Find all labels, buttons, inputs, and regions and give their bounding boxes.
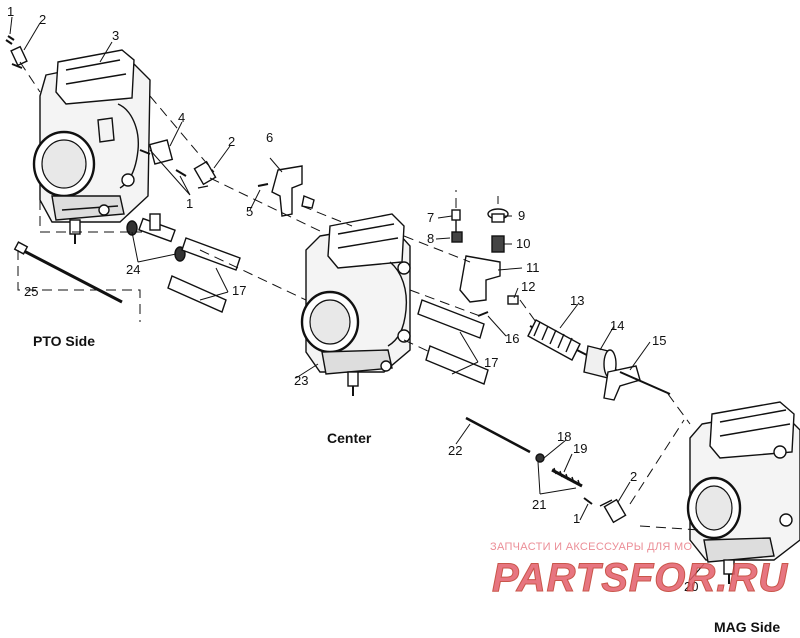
choke-plunger-parts: [451, 208, 519, 305]
pto-small-hardware: [5, 35, 217, 189]
callout-6: 6: [266, 130, 274, 145]
fuel-lines-center: [417, 299, 489, 385]
center-carburetor: [300, 213, 411, 396]
pto-side-label: PTO Side: [33, 333, 95, 349]
mag-carburetor: [686, 401, 800, 584]
leader-lines: [9, 16, 705, 581]
callout-1: 1: [573, 511, 581, 526]
callout-25: 25: [24, 284, 39, 299]
callout-13: 13: [570, 293, 585, 308]
callout-17: 17: [232, 283, 247, 298]
callout-19: 19: [573, 441, 588, 456]
callout-15: 15: [652, 333, 667, 348]
alignment-lines: [17, 61, 701, 531]
callout-17: 17: [484, 355, 499, 370]
callout-20: 20: [684, 579, 699, 594]
callout-23: 23: [294, 373, 309, 388]
throttle-shaft-assembly: [527, 319, 671, 401]
throttle-bracket-6: [257, 165, 315, 217]
callout-8: 8: [427, 231, 435, 246]
callout-1: 1: [186, 196, 194, 211]
idle-linkage: [465, 416, 627, 524]
callout-4: 4: [178, 110, 186, 125]
watermark-logo: PARTSFOR.RU: [491, 556, 789, 601]
callout-9: 9: [518, 208, 526, 223]
callout-11: 11: [526, 260, 540, 275]
callout-22: 22: [448, 443, 463, 458]
callout-1: 1: [7, 4, 15, 19]
callout-14: 14: [610, 318, 625, 333]
callout-10: 10: [516, 236, 531, 251]
callout-24: 24: [126, 262, 141, 277]
center-label: Center: [327, 430, 372, 446]
callout-21: 21: [532, 497, 547, 512]
watermark-tagline: ЗАПЧАСТИ И АКСЕССУАРЫ ДЛЯ МО: [490, 541, 693, 553]
callout-3: 3: [112, 28, 120, 43]
throttle-rod: [13, 241, 123, 304]
callout-16: 16: [505, 331, 520, 346]
pto-carburetor: [32, 49, 151, 244]
callout-2: 2: [228, 134, 236, 149]
callout-5: 5: [246, 204, 254, 219]
callout-7: 7: [427, 210, 435, 225]
fuel-tee-fitting: [126, 213, 186, 262]
callout-18: 18: [557, 429, 572, 444]
callout-2: 2: [630, 469, 638, 484]
fuel-lines-left: [167, 237, 241, 313]
mag-side-label: MAG Side: [714, 619, 781, 635]
callout-2: 2: [39, 12, 47, 27]
callout-12: 12: [521, 279, 536, 294]
